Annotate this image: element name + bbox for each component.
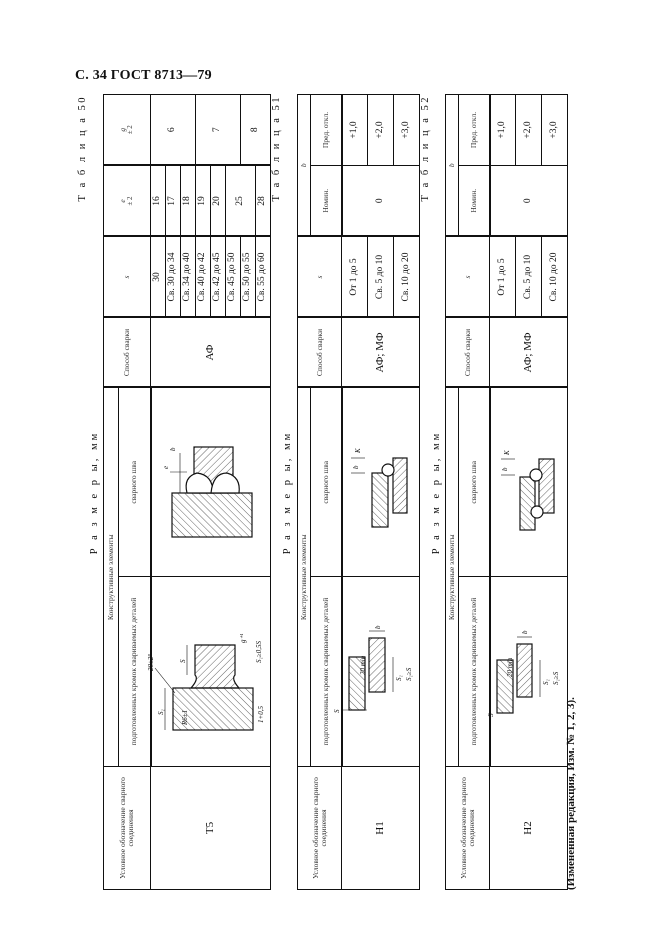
s-cell: От 1 до 5 — [489, 236, 516, 318]
s-cell: Св. 42 до 45 — [210, 236, 226, 318]
revision-note: (Измененная редакция, Изм. № 1, 2, 3). — [565, 697, 577, 890]
e-cell: 16 — [150, 165, 166, 237]
tolerance-cell: +3,0 — [393, 94, 420, 166]
rotated-page-content: Т а б л и ц а 50 Р а з м е р ы, мм Услов… — [75, 92, 650, 893]
s-cell: Св. 10 до 20 — [541, 236, 568, 318]
header-e: e± 2 — [103, 165, 151, 237]
g-cell: 7 — [195, 94, 241, 166]
edge-drawing-cell — [341, 576, 420, 767]
header-weld: сварного шва — [118, 387, 151, 577]
table-50: Условное обозначение сварного соединения… — [103, 94, 271, 890]
header-s: s — [445, 236, 490, 318]
header-prepared: подготовленных кромок свариваемых детале… — [118, 576, 151, 767]
s-cell: От 1 до 5 — [341, 236, 368, 318]
tolerance-cell: +1,0 — [489, 94, 516, 166]
header-designation: Условное обозначение сварного соединения — [103, 766, 151, 890]
tolerance-cell: +2,0 — [367, 94, 394, 166]
header-g-tol: ± 2 — [126, 125, 135, 135]
method-value: АФ; МФ — [341, 317, 420, 388]
s-cell: Св. 55 до 60 — [255, 236, 271, 318]
header-method: Способ сварки — [445, 317, 490, 388]
header-designation: Условное обозначение сварного соединения — [297, 766, 342, 890]
s-cell: Св. 40 до 42 — [195, 236, 211, 318]
header-group: Конструктивные элементы — [297, 387, 311, 767]
e-cell: 20 — [210, 165, 226, 237]
e-cell: 18 — [180, 165, 196, 237]
tolerance-cell: +3,0 — [541, 94, 568, 166]
page-header: С. 34 ГОСТ 8713—79 — [75, 68, 212, 83]
weld-drawing-cell — [150, 387, 271, 577]
table-50-dims-caption: Р а з м е р ы, мм — [89, 430, 100, 555]
e-cell: 25 — [225, 165, 256, 237]
header-tolerance: Пред. откл. — [458, 94, 490, 166]
designation-value: Н1 — [341, 766, 420, 890]
table-51-title: Т а б л и ц а 51 — [271, 95, 282, 202]
tolerance-cell: +1,0 — [341, 94, 368, 166]
designation-value: Н2 — [489, 766, 568, 890]
tolerance-cell: +2,0 — [515, 94, 542, 166]
header-nominal: Номин. — [310, 165, 342, 237]
method-value: АФ — [150, 317, 271, 388]
s-cell: Св. 45 до 50 — [225, 236, 241, 318]
table-52-dims-caption: Р а з м е р ы, мм — [431, 430, 442, 555]
e-cell: 19 — [195, 165, 211, 237]
header-g: g± 2 — [103, 94, 151, 166]
header-s: s — [103, 236, 151, 318]
header-nominal: Номин. — [458, 165, 490, 237]
edge-drawing-cell — [150, 576, 271, 767]
g-cell: 6 — [150, 94, 196, 166]
header-weld: сварного шва — [310, 387, 342, 577]
s-cell: Св. 30 до 34 — [165, 236, 181, 318]
s-cell: Св. 50 до 55 — [240, 236, 256, 318]
s-cell: Св. 5 до 10 — [515, 236, 542, 318]
header-e-tol: ± 2 — [126, 196, 135, 206]
header-s: s — [297, 236, 342, 318]
designation-value: Т5 — [150, 766, 271, 890]
table-52-title: Т а б л и ц а 52 — [420, 95, 431, 202]
header-designation: Условное обозначение сварного соединения — [445, 766, 490, 890]
weld-drawing-cell — [489, 387, 568, 577]
table-51-dims-caption: Р а з м е р ы, мм — [282, 430, 293, 555]
header-prepared: подготовленных кромок свариваемых детале… — [458, 576, 490, 767]
method-value: АФ; МФ — [489, 317, 568, 388]
nominal-value: 0 — [341, 165, 420, 237]
e-cell: 28 — [255, 165, 271, 237]
nominal-value: 0 — [489, 165, 568, 237]
g-cell: 8 — [240, 94, 271, 166]
header-group: Конструктивные элементы — [103, 387, 119, 767]
header-weld: сварного шва — [458, 387, 490, 577]
weld-drawing-cell — [341, 387, 420, 577]
s-cell: Св. 5 до 10 — [367, 236, 394, 318]
edge-drawing-cell — [489, 576, 568, 767]
e-cell: 17 — [165, 165, 181, 237]
table-50-title: Т а б л и ц а 50 — [77, 95, 88, 202]
header-b: b — [445, 94, 459, 237]
header-prepared: подготовленных кромок свариваемых детале… — [310, 576, 342, 767]
header-tolerance: Пред. откл. — [310, 94, 342, 166]
s-cell: 30 — [150, 236, 166, 318]
header-b: b — [297, 94, 311, 237]
table-52: Условное обозначение сварного соединения… — [445, 94, 568, 890]
table-51: Условное обозначение сварного соединения… — [297, 94, 420, 890]
header-method: Способ сварки — [297, 317, 342, 388]
header-method: Способ сварки — [103, 317, 151, 388]
s-cell: Св. 34 до 40 — [180, 236, 196, 318]
header-group: Конструктивные элементы — [445, 387, 459, 767]
s-cell: Св. 10 до 20 — [393, 236, 420, 318]
